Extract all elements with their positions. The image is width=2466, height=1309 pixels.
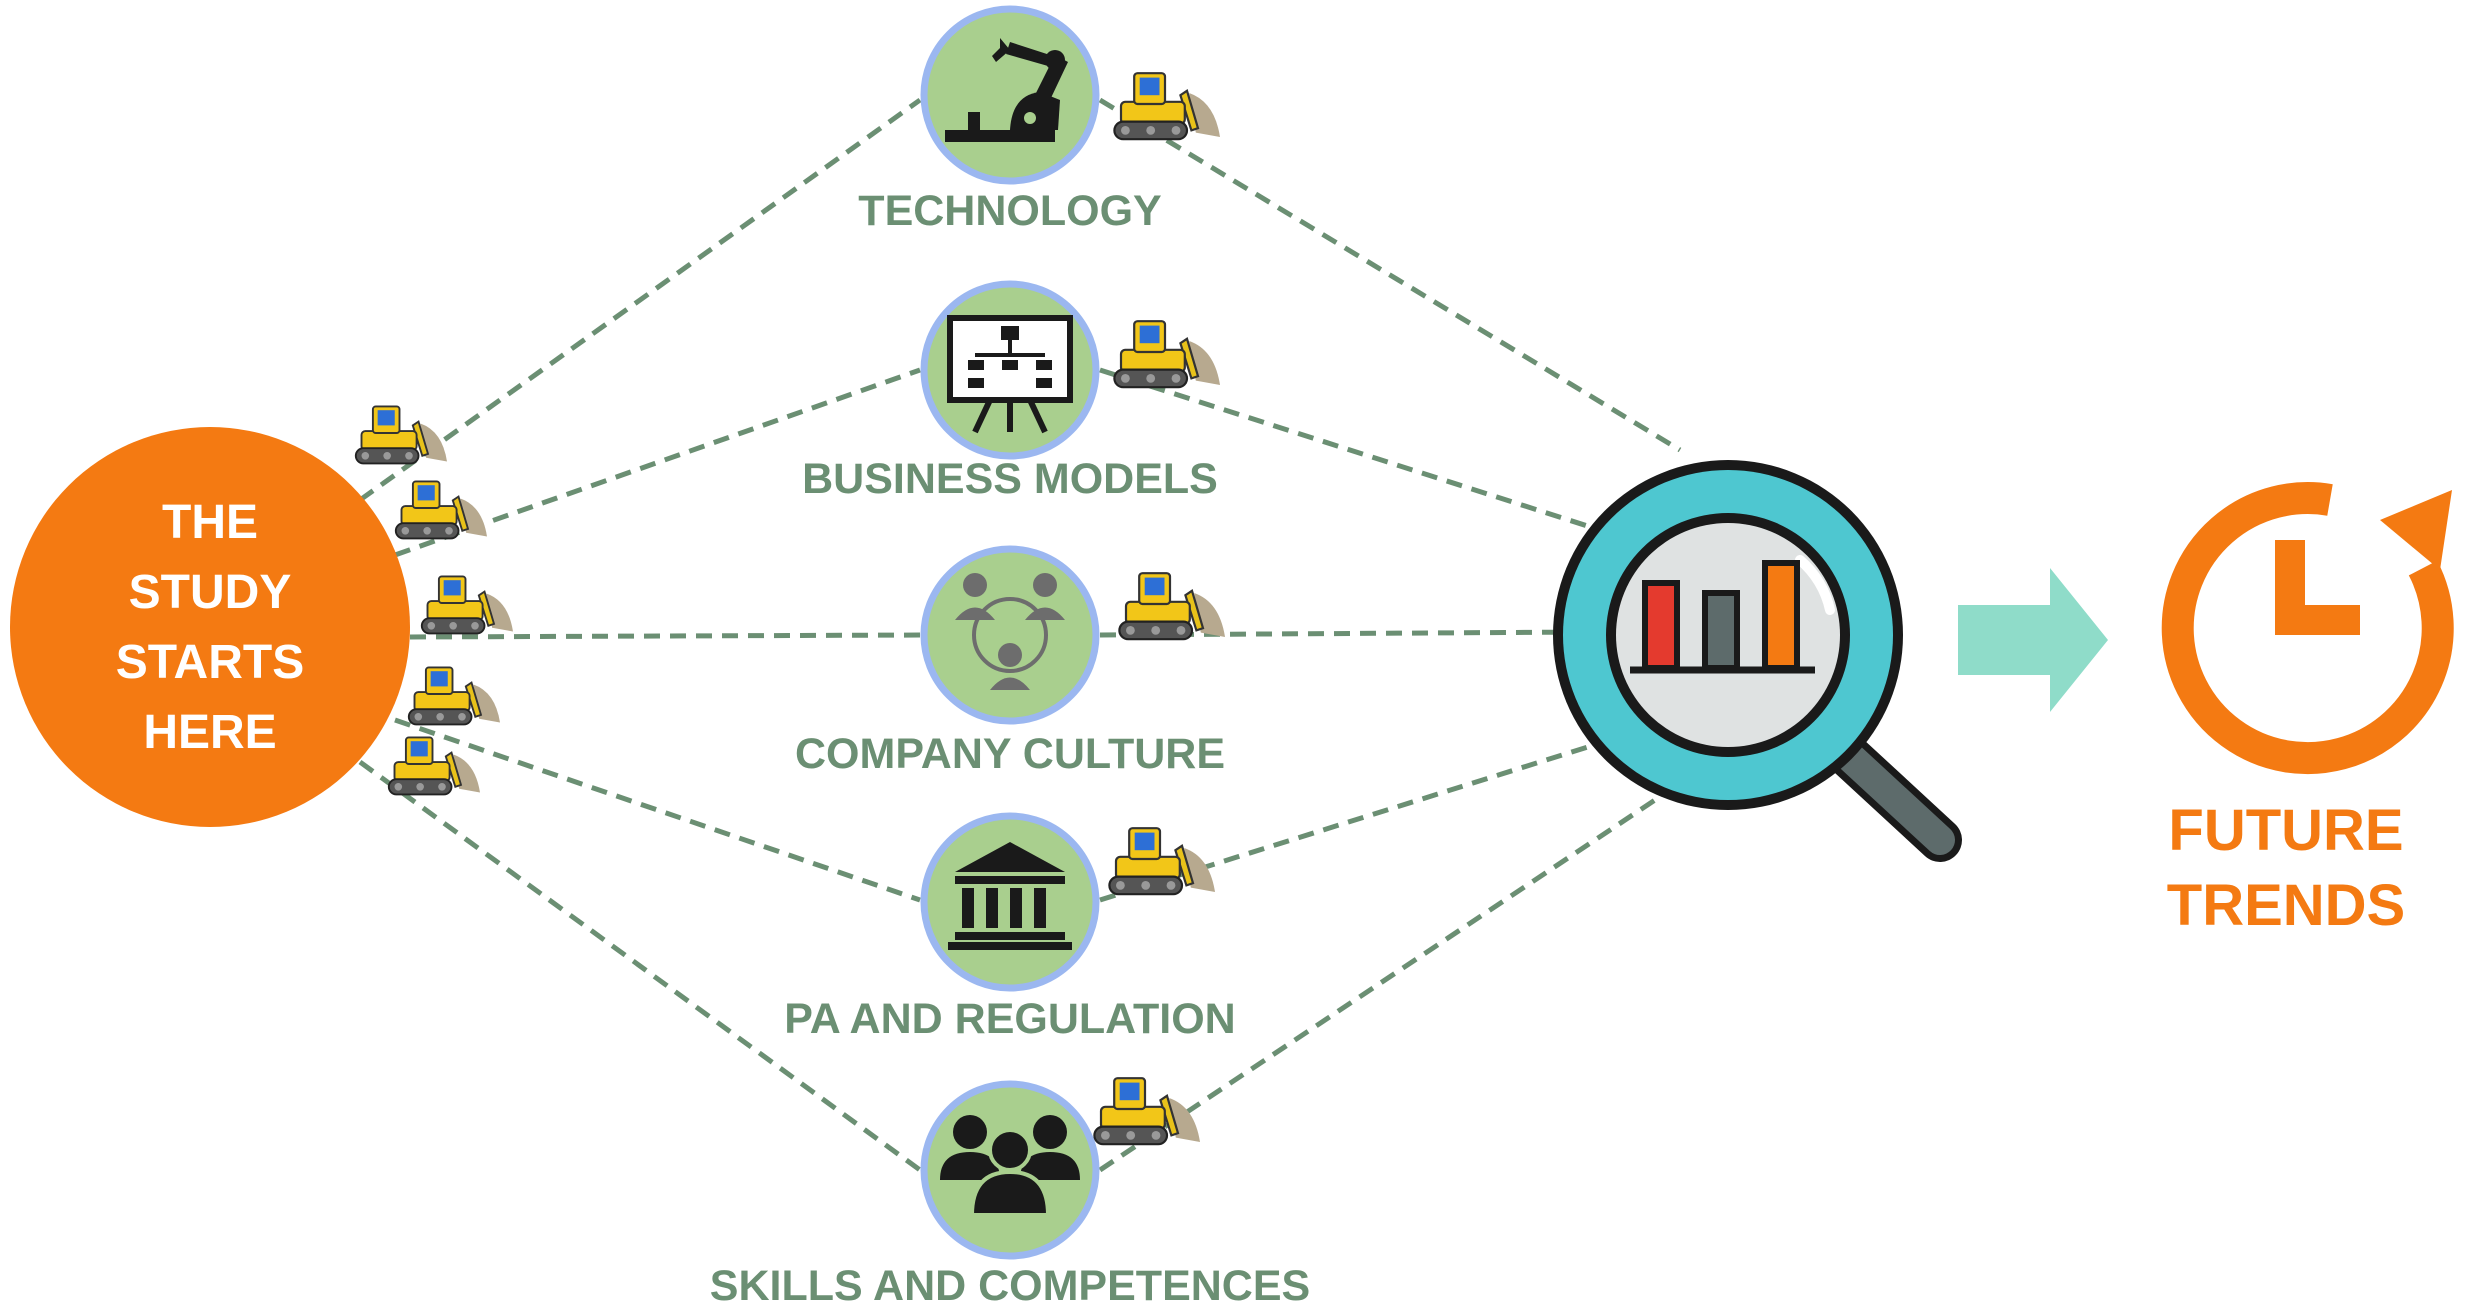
bulldozer-icon <box>1093 1077 1200 1146</box>
bulldozer-icon <box>1118 572 1225 641</box>
government-building-icon <box>948 842 1072 950</box>
people-network-icon <box>955 573 1065 690</box>
end-line-2: TRENDS <box>2167 873 2405 938</box>
start-line-2: STUDY <box>129 566 292 619</box>
topic-skills-and-competences: SKILLS AND COMPETENCES <box>710 1080 1310 1309</box>
bulldozer-icon <box>354 405 447 465</box>
presentation-board-icon <box>947 315 1073 434</box>
bulldozer-icon <box>394 480 487 540</box>
clock-refresh-icon <box>2161 482 2454 775</box>
topic-label: PA AND REGULATION <box>784 995 1235 1043</box>
bulldozer-icon <box>1113 320 1220 389</box>
start-line-3: STARTS <box>116 636 304 689</box>
topic-label: TECHNOLOGY <box>858 187 1161 235</box>
topic-label: SKILLS AND COMPETENCES <box>710 1262 1310 1309</box>
bulldozer-icon <box>407 666 500 726</box>
topic-pa-and-regulation: PA AND REGULATION <box>784 812 1236 1043</box>
arrow-right-icon <box>1958 568 2108 712</box>
bulldozer-icon <box>387 736 480 796</box>
topic-company-culture: COMPANY CULTURE <box>795 545 1225 778</box>
start-line-1: THE <box>162 496 258 549</box>
topic-label: BUSINESS MODELS <box>802 455 1218 503</box>
robot-arm-icon <box>945 38 1068 142</box>
bulldozer-icon <box>420 575 513 635</box>
bulldozer-icon <box>1113 72 1220 141</box>
bulldozer-icon <box>1108 827 1215 896</box>
end-node: FUTURE TRENDS <box>2161 482 2454 938</box>
topic-business-models: BUSINESS MODELS <box>802 280 1218 503</box>
end-line-1: FUTURE <box>2168 798 2403 863</box>
start-node: THE STUDY STARTS HERE <box>10 427 410 827</box>
topic-label: COMPANY CULTURE <box>795 730 1225 778</box>
team-icon <box>940 1115 1080 1217</box>
start-line-4: HERE <box>143 706 276 759</box>
magnifier-bar-chart-icon <box>1553 460 1962 862</box>
topic-technology: TECHNOLOGY <box>858 5 1162 235</box>
